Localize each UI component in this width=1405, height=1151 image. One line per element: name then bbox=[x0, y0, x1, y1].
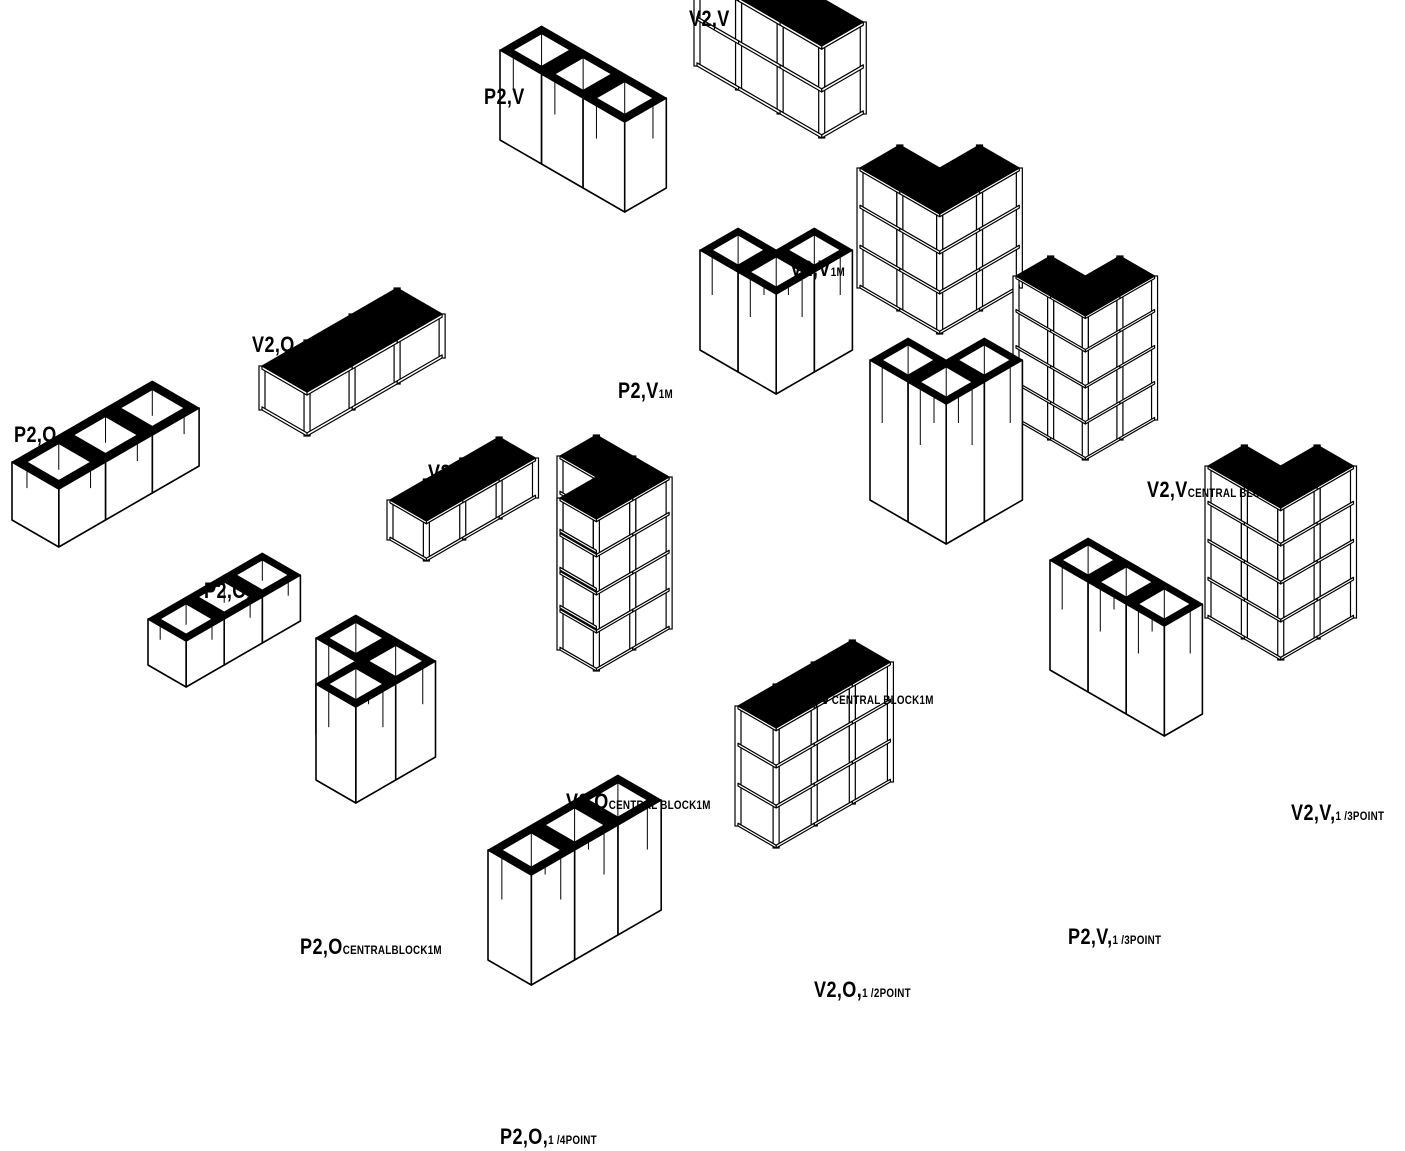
label-p2v-third-point: P2,V,1 /3POINT bbox=[1068, 924, 1162, 949]
label-v2v-central-block: V2,VCENTRAL BLOCK1M bbox=[1147, 477, 1290, 502]
frame-v2o bbox=[258, 287, 446, 437]
label-p2o-central-block: P2,OCENTRALBLOCK1M bbox=[300, 934, 442, 959]
volume-p2o-1m bbox=[147, 552, 302, 688]
volume-p2v-1m bbox=[699, 227, 854, 395]
label-v2v: V2,V bbox=[689, 6, 730, 31]
volume-p2o-quarter-point bbox=[487, 774, 663, 986]
label-p2v-central-block: P2,VCENTRAL BLOCK1M bbox=[791, 684, 934, 709]
label-v2v-1m: V2,V1M bbox=[790, 256, 845, 281]
volume-p2o bbox=[11, 380, 200, 548]
label-p2v-1m: P2,V1M bbox=[618, 378, 673, 403]
label-p2o-quarter-point: P2,O,1 /4POINT bbox=[500, 1124, 597, 1149]
frame-v2v bbox=[693, 0, 867, 139]
label-v2o-half-point: V2,O,1 /2POINT bbox=[814, 977, 911, 1002]
label-p2o: P2,O bbox=[14, 422, 57, 447]
label-v2o-central-block: V2,OCENTRAL BLOCK1M bbox=[566, 789, 711, 814]
label-p2o-1m: P2,O1M bbox=[204, 578, 261, 603]
frame-v2o-half-point bbox=[734, 639, 895, 849]
volume-p2v-central-block bbox=[869, 337, 1024, 545]
frame-v2v-third-point bbox=[1204, 444, 1358, 661]
frame-v2o-central-block bbox=[556, 434, 673, 672]
label-v2o-1m: V2,O1M bbox=[428, 460, 485, 485]
frame-v2v-1m bbox=[856, 144, 1023, 335]
label-v2v-third-point: V2,V,1 /3POINT bbox=[1291, 800, 1385, 825]
frame-v2o-1m bbox=[386, 436, 540, 562]
frame-v2v-central-block bbox=[1012, 255, 1159, 461]
volume-p2v bbox=[499, 25, 668, 213]
label-p2v: P2,V bbox=[484, 84, 525, 109]
volume-p2v-third-point bbox=[1049, 537, 1204, 737]
label-v2o: V2,O bbox=[252, 332, 295, 357]
volume-p2o-central-block bbox=[315, 614, 437, 804]
